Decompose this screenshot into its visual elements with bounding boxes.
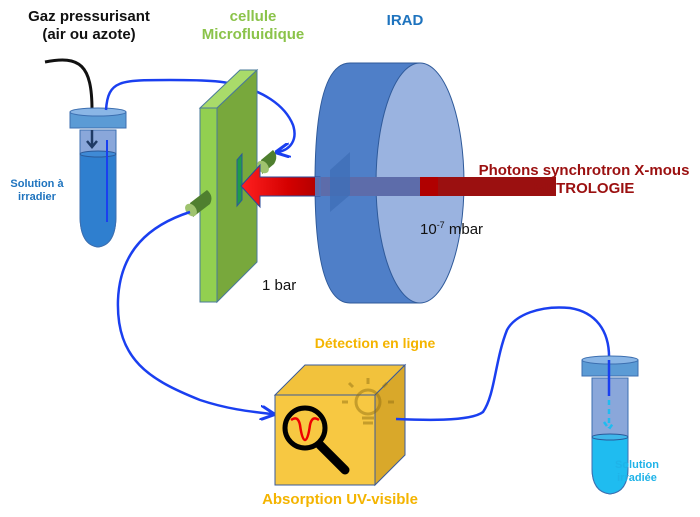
pressure-exponent: -7 [436, 220, 445, 230]
gas-label-line2: (air ou azote) [42, 26, 136, 43]
gas-label: Gaz pressurisant (air ou azote) [14, 8, 164, 44]
photons-label-line1: Photons synchrotron X-mous [478, 162, 690, 179]
cell-label: cellule Microfluidique [188, 8, 318, 44]
detection-label: Détection en ligne [314, 335, 436, 351]
photons-label: Photons synchrotron X-mous MÉTROLOGIE [470, 162, 698, 198]
magnifier-icon [282, 405, 350, 475]
xray-beam [240, 152, 556, 212]
absorption-label: Absorption UV-visible [262, 491, 418, 508]
photons-label-line2: MÉTROLOGIE [533, 180, 635, 197]
irad-label: IRAD [386, 12, 424, 29]
tube-detector-to-vial [395, 306, 611, 422]
pressure-unit: mbar [444, 221, 484, 238]
solution-out-line1: Solution [615, 459, 659, 471]
solution-in-line1: Solution à [10, 178, 64, 190]
vial-input [69, 107, 127, 248]
lightbulb-icon [342, 378, 394, 425]
solution-out-label: Solution irradiée [602, 459, 672, 485]
gas-line [44, 58, 94, 111]
solution-in-line2: irradier [18, 191, 56, 204]
cell-label-line1: cellule [229, 8, 277, 25]
irad-pressure-label: 10-7 mbar [420, 220, 483, 238]
solution-in-label: Solution à irradier [2, 178, 72, 204]
gas-label-line1: Gaz pressurisant [28, 8, 150, 25]
detector-cube [273, 363, 407, 487]
solution-out-line2: irradiée [617, 472, 657, 485]
tube-cell-to-detector [116, 210, 272, 414]
cell-pressure-label: 1 bar [262, 277, 297, 294]
vial-output [581, 355, 639, 495]
pressure-base: 10 [420, 221, 437, 238]
cell-label-line2: Microfluidique [201, 26, 305, 43]
